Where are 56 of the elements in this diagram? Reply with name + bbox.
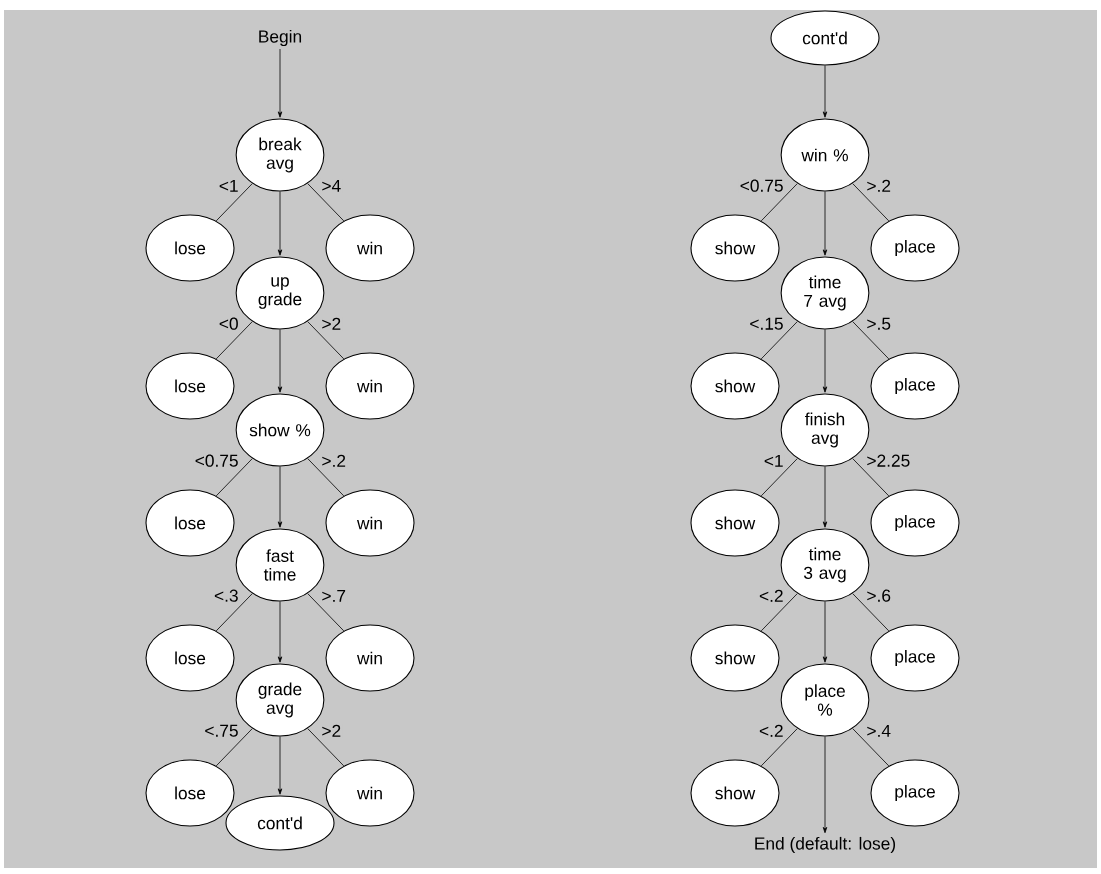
arrow [822, 466, 828, 528]
connector-line [307, 728, 345, 767]
arrow [822, 736, 828, 834]
outcome-node: lose [145, 214, 235, 282]
connector-line [215, 458, 253, 497]
connector-line [307, 183, 345, 222]
outcome-node: win [325, 214, 415, 282]
outcome-node: show [690, 759, 780, 827]
connector-line [760, 728, 798, 767]
continuation-node: cont'd [225, 795, 335, 851]
outcome-node: place [870, 214, 960, 282]
outcome-node: lose [145, 759, 235, 827]
arrow [277, 601, 283, 663]
connector-line [215, 321, 253, 360]
connector-line [760, 321, 798, 360]
outcome-node: place [870, 624, 960, 692]
outcome-node: show [690, 624, 780, 692]
outcome-node: win [325, 759, 415, 827]
outcome-node: win [325, 352, 415, 420]
terminal-text: Begin [259, 29, 302, 47]
arrow [277, 191, 283, 256]
outcome-node: lose [145, 489, 235, 557]
continuation-node: cont'd [770, 10, 880, 66]
connector-line [215, 593, 253, 632]
connector-line [852, 593, 890, 632]
arrow [822, 191, 828, 256]
outcome-node: lose [145, 352, 235, 420]
outcome-node: lose [145, 624, 235, 692]
arrow [277, 329, 283, 393]
connector-line [307, 593, 345, 632]
connector-line [215, 183, 253, 222]
outcome-node: show [690, 214, 780, 282]
connector-line [760, 458, 798, 497]
connector-line [760, 593, 798, 632]
outcome-node: place [870, 489, 960, 557]
arrow [822, 329, 828, 393]
connector-line [852, 728, 890, 767]
connector-line [307, 458, 345, 497]
terminal-text: End (default: lose) [755, 836, 896, 854]
outcome-node: place [870, 352, 960, 420]
outcome-node: place [870, 759, 960, 827]
outcome-node: show [690, 489, 780, 557]
arrow [822, 65, 828, 118]
connector-line [215, 728, 253, 767]
arrow [277, 466, 283, 528]
arrow [277, 736, 283, 795]
outcome-node: win [325, 489, 415, 557]
arrow [277, 48, 283, 118]
connector-line [852, 183, 890, 222]
outcome-node: win [325, 624, 415, 692]
connector-line [307, 321, 345, 360]
outcome-node: show [690, 352, 780, 420]
connector-line [852, 321, 890, 360]
connector-line [852, 458, 890, 497]
connector-line [760, 183, 798, 222]
arrow [822, 601, 828, 663]
